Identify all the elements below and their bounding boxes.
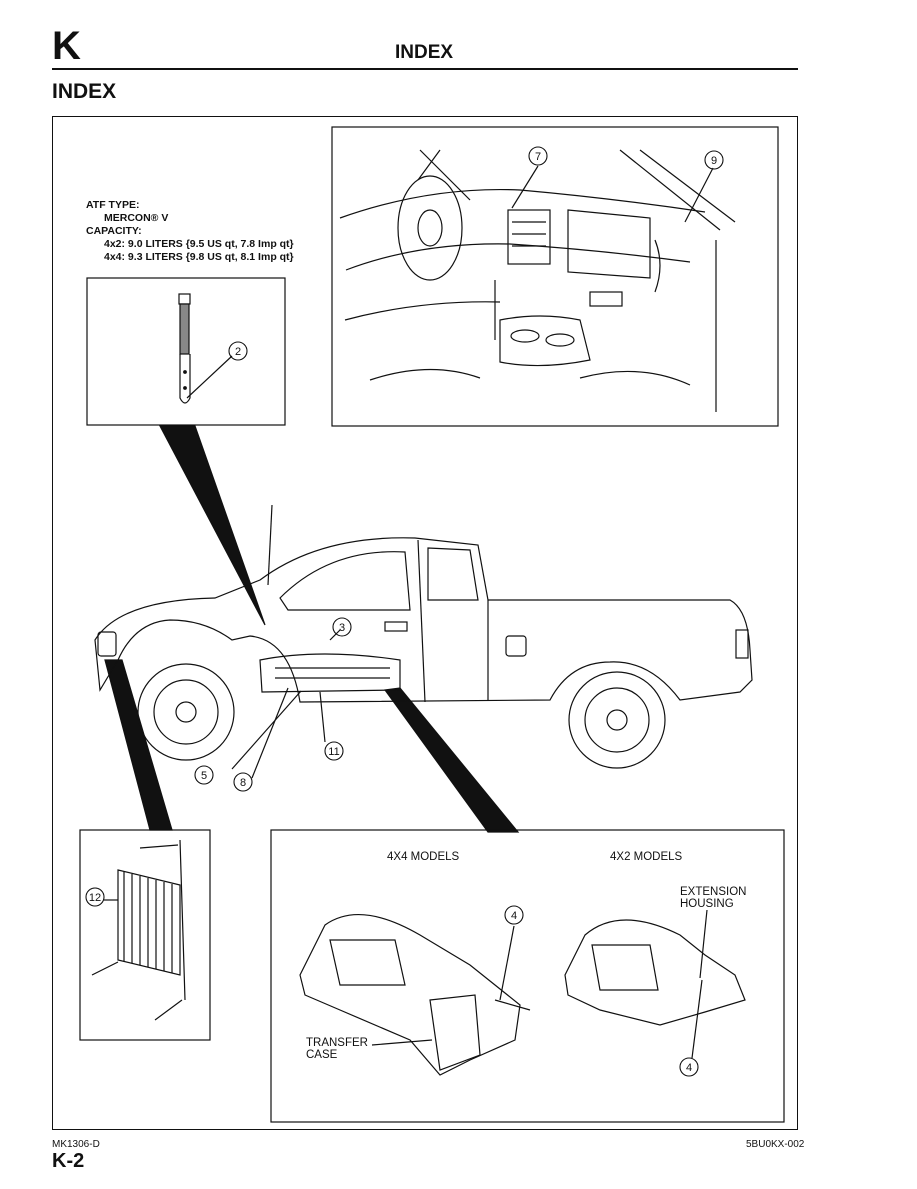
transmission-leader <box>383 687 520 833</box>
page-number: K-2 <box>52 1150 85 1172</box>
callout-5: 5 <box>201 770 207 782</box>
header-rule <box>52 68 798 70</box>
callout-8: 8 <box>240 777 246 789</box>
cooler-leader <box>104 659 173 831</box>
capacity-4x2: 4x2: 9.0 LITERS {9.5 US qt, 7.8 Imp qt} <box>104 238 294 250</box>
fluid-info: ATF TYPE: MERCON® V CAPACITY: 4x2: 9.0 L… <box>86 199 294 264</box>
figure-code: 5BU0KX-002 <box>746 1139 805 1150</box>
transmission-4x2-illustration <box>564 909 746 1059</box>
label-transfer-case: TRANSFER CASE <box>306 1037 368 1061</box>
atf-type-value: MERCON® V <box>104 212 169 224</box>
truck-illustration <box>94 537 753 779</box>
label-extension-housing: EXTENSION HOUSING <box>680 886 747 910</box>
callout-7: 7 <box>535 151 541 163</box>
callout-2: 2 <box>235 346 241 358</box>
callout-3: 3 <box>339 622 345 634</box>
oil-cooler-illustration <box>91 839 186 1021</box>
dipstick-leader <box>159 425 266 626</box>
callout-4-4x4: 4 <box>511 910 517 922</box>
label-4x4-models: 4X4 MODELS <box>387 851 460 863</box>
capacity-4x4: 4x4: 9.3 LITERS {9.8 US qt, 8.1 Imp qt} <box>104 251 294 263</box>
page-title: INDEX <box>52 80 117 103</box>
illustration-frame <box>52 116 798 1130</box>
capacity-label: CAPACITY: <box>86 225 142 237</box>
callout-11: 11 <box>328 746 339 758</box>
label-4x2-models: 4X2 MODELS <box>610 851 683 863</box>
doc-code: MK1306-D <box>52 1139 100 1150</box>
oil-cooler-inset <box>79 829 211 1041</box>
header-title: INDEX <box>395 42 454 63</box>
dipstick-inset <box>86 277 286 426</box>
dashboard-illustration <box>339 149 736 412</box>
callout-4-4x2: 4 <box>686 1062 692 1074</box>
callouts <box>85 146 724 1077</box>
transmission-inset <box>270 829 785 1123</box>
dipstick-illustration <box>178 293 233 404</box>
callout-9: 9 <box>711 155 717 167</box>
dashboard-inset <box>331 126 779 427</box>
callout-12: 12 <box>89 892 101 904</box>
atf-type-label: ATF TYPE: <box>86 199 140 211</box>
section-letter: K <box>52 24 81 68</box>
transmission-4x4-illustration <box>299 914 531 1076</box>
